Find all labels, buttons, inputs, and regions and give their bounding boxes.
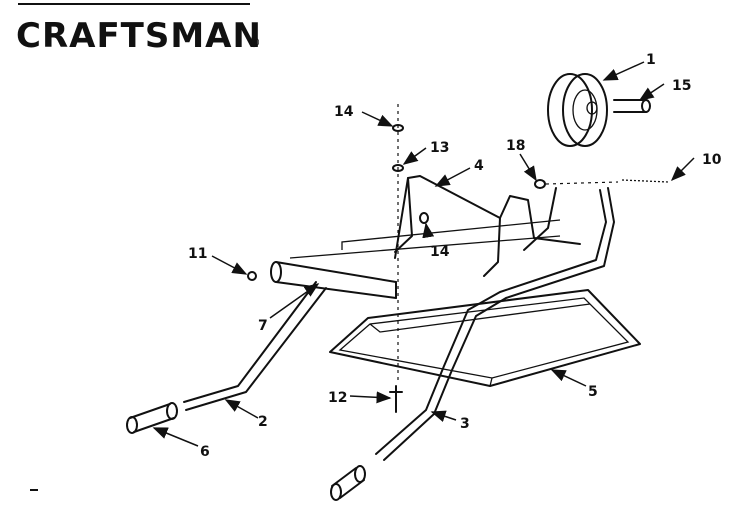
- callout-7: 7: [258, 318, 268, 334]
- left-handle-part: [183, 281, 327, 411]
- callout-12: 12: [328, 390, 347, 406]
- right-handle-part: [375, 187, 615, 461]
- washer-14-mid: [419, 212, 429, 224]
- callout-18: 18: [506, 138, 525, 154]
- callout-4: 4: [474, 158, 484, 174]
- callout-13: 13: [430, 140, 449, 156]
- washer-13: [392, 164, 404, 172]
- washer-18: [534, 179, 546, 189]
- callout-11: 11: [188, 246, 207, 262]
- callout-3: 3: [460, 416, 470, 432]
- axle-pin-part: [613, 99, 651, 113]
- callout-2: 2: [258, 414, 268, 430]
- callout-6: 6: [200, 444, 210, 460]
- tray-part: [329, 289, 641, 387]
- registered-mark: ®: [247, 35, 261, 51]
- callout-leaders: [152, 61, 695, 447]
- callout-15: 15: [672, 78, 691, 94]
- callout-14-top: 14: [334, 104, 354, 120]
- bolt-11: [247, 271, 257, 281]
- bolt-12: [389, 385, 403, 413]
- axle-tube-part: [270, 219, 561, 299]
- assembly-line-right: [545, 181, 619, 185]
- callout-5: 5: [588, 384, 598, 400]
- callout-14-mid: 14: [430, 244, 450, 260]
- right-grip-part: [330, 465, 366, 501]
- bolt-part: [621, 179, 669, 183]
- callout-1: 1: [646, 52, 656, 68]
- wheel-part: [547, 73, 608, 147]
- callout-10: 10: [702, 152, 722, 168]
- bracket-frame-part: [394, 175, 581, 277]
- brand-logo: CRAFTSMAN: [16, 16, 262, 56]
- hand-grip-part: [126, 402, 178, 434]
